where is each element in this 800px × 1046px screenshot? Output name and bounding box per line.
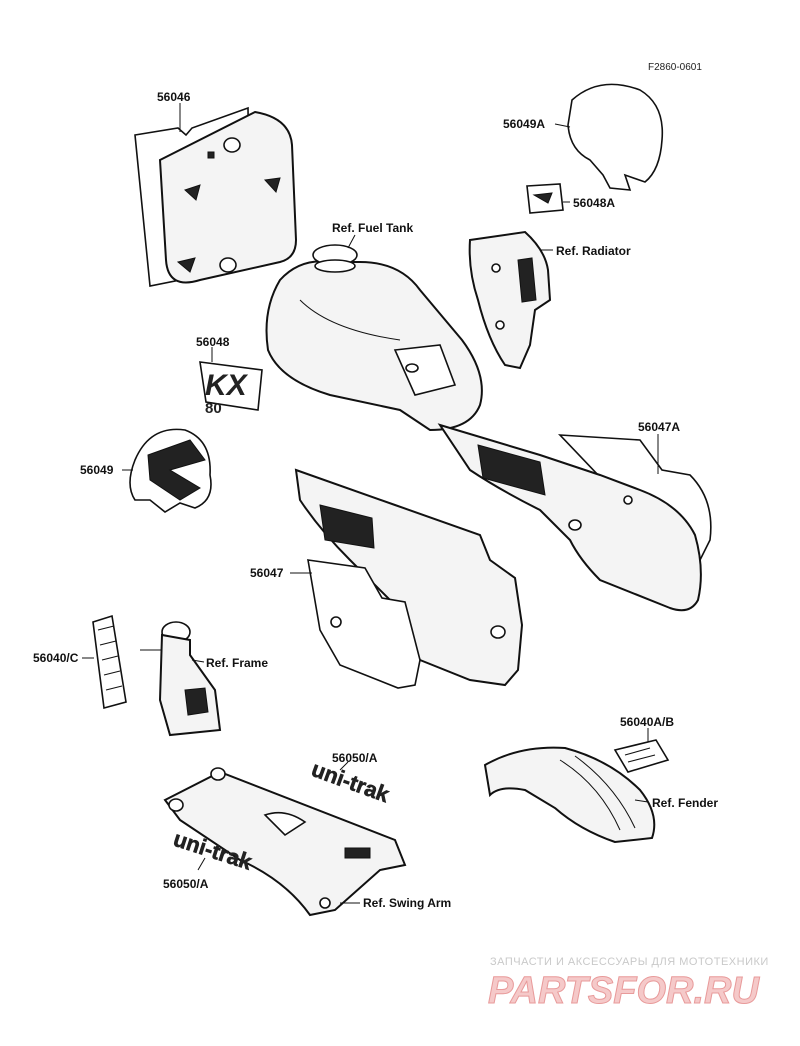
label-ref-swing-arm: Ref. Swing Arm bbox=[363, 896, 451, 910]
part-56040c-frame-plate[interactable] bbox=[92, 614, 127, 710]
part-56048a-decal[interactable] bbox=[526, 183, 564, 214]
label-56048a: 56048A bbox=[573, 196, 615, 210]
label-56049a: 56049A bbox=[503, 117, 545, 131]
part-56048-kx80-decal[interactable]: KX 80 bbox=[199, 361, 263, 417]
label-56040c: 56040/C bbox=[33, 651, 79, 665]
part-56049a-sticker[interactable] bbox=[567, 83, 664, 191]
label-56049: 56049 bbox=[80, 463, 114, 477]
label-ref-radiator: Ref. Radiator bbox=[556, 244, 631, 258]
label-ref-fuel-tank: Ref. Fuel Tank bbox=[332, 221, 413, 235]
label-56040ab: 56040A/B bbox=[620, 715, 674, 729]
label-ref-frame: Ref. Frame bbox=[206, 656, 268, 670]
label-ref-fender: Ref. Fender bbox=[652, 796, 718, 810]
label-56047a: 56047A bbox=[638, 420, 680, 434]
part-56047-side-cover[interactable] bbox=[294, 468, 524, 689]
part-56049-decal[interactable] bbox=[129, 428, 212, 513]
part-56047a-side-cover[interactable] bbox=[437, 423, 712, 612]
part-number-plate[interactable] bbox=[134, 106, 298, 287]
label-56050a-bottom: 56050/A bbox=[163, 877, 209, 891]
decal-kx-text: KX bbox=[205, 369, 249, 402]
part-56040ab-label[interactable] bbox=[613, 739, 670, 773]
watermark-caption: ЗАПЧАСТИ И АКСЕССУАРЫ ДЛЯ МОТОТЕХНИКИ bbox=[490, 956, 769, 968]
decal-80-text: 80 bbox=[205, 400, 222, 417]
label-56046: 56046 bbox=[157, 90, 191, 104]
part-rear-fender[interactable] bbox=[483, 746, 656, 844]
label-56050a-top: 56050/A bbox=[332, 751, 378, 765]
part-radiator-shroud[interactable] bbox=[468, 230, 552, 370]
label-56047: 56047 bbox=[250, 566, 284, 580]
watermark-logo: PARTSFOR.RU bbox=[488, 970, 760, 1012]
label-56048: 56048 bbox=[196, 335, 230, 349]
part-frame[interactable] bbox=[140, 621, 222, 737]
diagram-code: F2860-0601 bbox=[648, 62, 702, 73]
part-fuel-tank[interactable] bbox=[265, 244, 483, 432]
part-swing-arm[interactable] bbox=[163, 767, 407, 917]
